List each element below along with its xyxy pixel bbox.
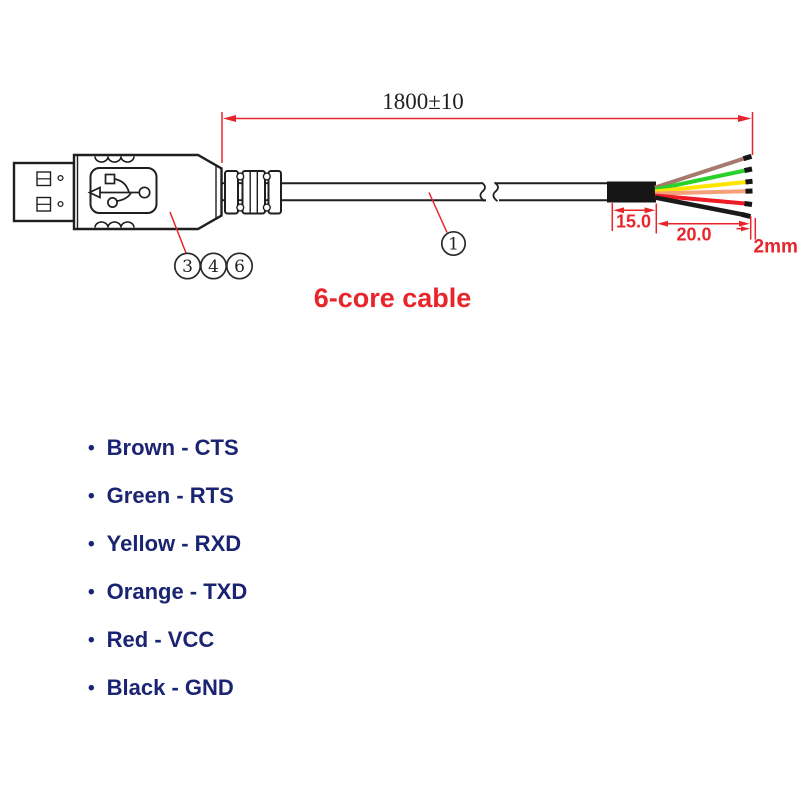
break-squiggle bbox=[479, 181, 486, 202]
grip-ribs-top bbox=[94, 156, 135, 163]
usb-trident-icon bbox=[87, 173, 151, 208]
bullet-icon: • bbox=[88, 581, 95, 603]
callout-number: 3 bbox=[182, 257, 193, 277]
legend-label: Orange - TXD bbox=[106, 579, 248, 604]
callout-number: 6 bbox=[234, 257, 245, 277]
shell-hole bbox=[57, 174, 64, 182]
legend-item-green: • Green - RTS bbox=[88, 472, 247, 520]
bullet-icon: • bbox=[88, 533, 95, 555]
legend-item-orange: • Orange - TXD bbox=[88, 568, 247, 616]
arrowhead-left-icon bbox=[613, 207, 624, 214]
dimension-strip-length bbox=[611, 203, 658, 234]
legend-label: Green - RTS bbox=[106, 483, 234, 508]
boot-groove bbox=[236, 203, 245, 212]
legend-label: Red - VCC bbox=[106, 627, 215, 652]
strip-length-label: 15.0 bbox=[616, 212, 651, 232]
arrowhead-left-icon bbox=[657, 220, 668, 227]
fan-length-label: 20.0 bbox=[676, 225, 711, 245]
legend-item-yellow: • Yellow - RXD bbox=[88, 520, 247, 568]
boot-groove bbox=[236, 172, 245, 181]
strain-relief bbox=[222, 170, 282, 215]
diagram-caption: 6-core cable bbox=[313, 283, 472, 313]
wire-brown bbox=[654, 156, 745, 190]
bullet-icon: • bbox=[88, 437, 95, 459]
wire-red bbox=[654, 193, 746, 206]
usb-connector bbox=[12, 153, 223, 231]
callout-circle bbox=[440, 230, 467, 257]
legend-item-brown: • Brown - CTS bbox=[88, 424, 247, 472]
dimension-fan-length bbox=[657, 220, 750, 227]
bullet-icon: • bbox=[88, 485, 95, 507]
break-squiggle bbox=[492, 181, 499, 202]
wire-orange bbox=[654, 189, 747, 196]
wire-fan bbox=[654, 153, 753, 219]
arrowhead-right-icon bbox=[739, 220, 750, 227]
wire-legend: • Brown - CTS • Green - RTS • Yellow - R… bbox=[88, 424, 247, 712]
wire-black bbox=[654, 195, 743, 217]
cable bbox=[282, 181, 608, 202]
callout-circle bbox=[225, 252, 254, 280]
legend-label: Yellow - RXD bbox=[106, 531, 242, 556]
connector-callout: 3 4 6 bbox=[169, 211, 254, 280]
callout-number: 4 bbox=[208, 257, 219, 277]
tip-length-label: 2mm bbox=[754, 237, 798, 258]
bullet-icon: • bbox=[88, 629, 95, 651]
dimension-total-length bbox=[221, 112, 754, 163]
arrowhead-left-icon bbox=[223, 115, 236, 122]
bullet-icon: • bbox=[88, 677, 95, 699]
boot-groove bbox=[262, 172, 271, 181]
wire-green bbox=[654, 168, 746, 192]
shell-hole bbox=[57, 200, 64, 208]
grip-ribs-bottom bbox=[94, 221, 135, 228]
callout-number: 1 bbox=[448, 235, 459, 255]
arrowhead-right-icon bbox=[644, 207, 656, 214]
arrowhead-right-icon bbox=[738, 115, 752, 122]
arrowhead-right-icon bbox=[741, 226, 750, 232]
heat-shrink bbox=[607, 181, 656, 203]
tinned-wire-tips bbox=[741, 153, 753, 219]
legend-label: Brown - CTS bbox=[106, 435, 239, 460]
boot-rib bbox=[267, 170, 282, 215]
cable-callout: 1 bbox=[428, 192, 467, 257]
legend-item-red: • Red - VCC bbox=[88, 616, 247, 664]
boot-rib bbox=[241, 170, 266, 215]
cable-drawing-svg: 1800±10 bbox=[12, 89, 798, 280]
legend-label: Black - GND bbox=[106, 675, 234, 700]
dimension-tip-length bbox=[736, 216, 757, 240]
leader-line bbox=[428, 192, 448, 233]
boot-rib bbox=[224, 170, 239, 215]
boot-groove bbox=[262, 203, 271, 212]
leader-line bbox=[169, 211, 187, 254]
legend-item-black: • Black - GND bbox=[88, 664, 247, 712]
wire-yellow bbox=[654, 180, 747, 194]
total-length-label: 1800±10 bbox=[382, 89, 464, 114]
